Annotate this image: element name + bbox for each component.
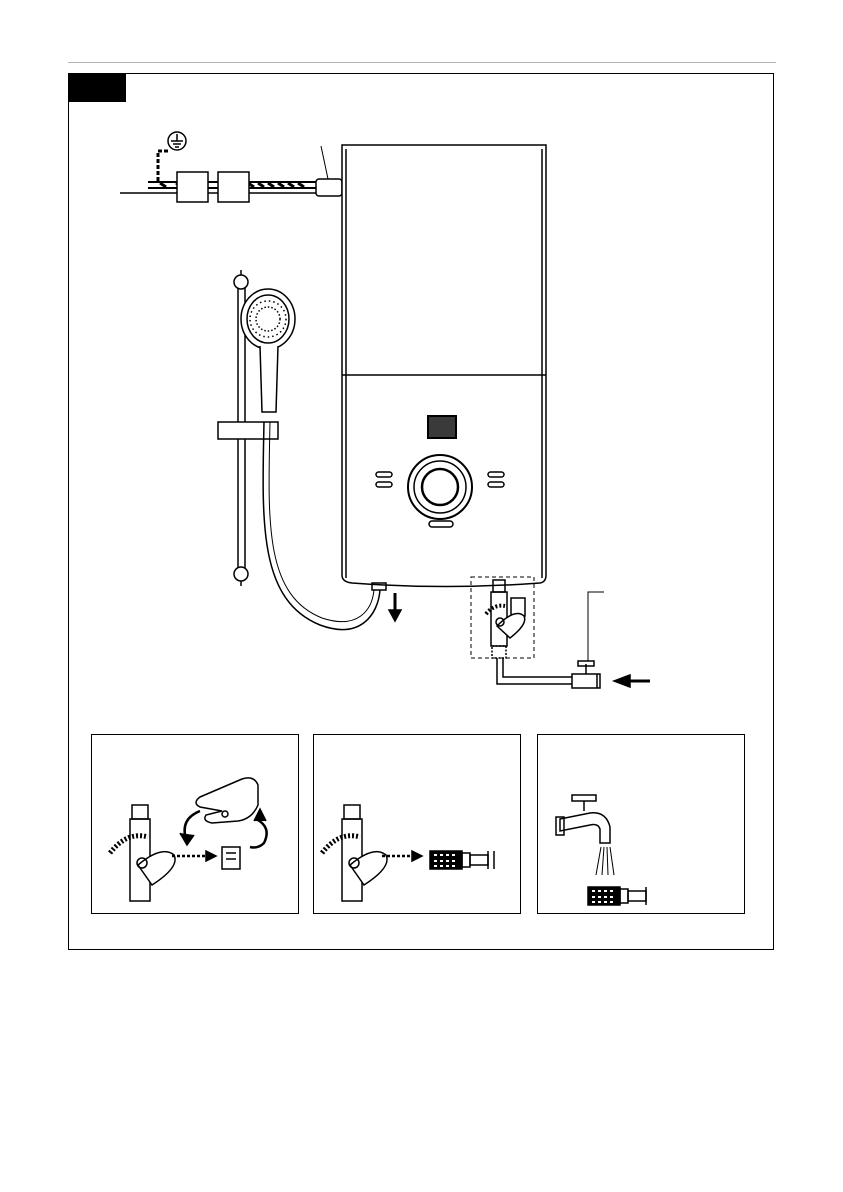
- flow-in-arrow-icon: [614, 675, 650, 687]
- filter-mesh-icon: [588, 887, 646, 905]
- cable-gland: [316, 146, 342, 196]
- filter-cap-icon: [222, 847, 240, 869]
- slider-bracket: [218, 422, 278, 439]
- shower-head: [241, 289, 295, 412]
- filter-mesh-icon: [430, 851, 494, 869]
- step-panel-rinse-filter: [537, 734, 745, 914]
- inlet-pipe: [497, 658, 575, 684]
- inlet-valve: [486, 580, 525, 658]
- tap-icon: [556, 795, 610, 843]
- hand-icon: [196, 778, 258, 823]
- display-screen: [428, 416, 456, 438]
- isolator-switch-2: [218, 172, 249, 202]
- step-panel-remove-filter: [313, 734, 521, 914]
- valve-icon: [110, 805, 175, 901]
- dotted-arrow-icon: [172, 851, 216, 861]
- water-stream-icon: [596, 847, 614, 875]
- isolator-switch-1: [177, 172, 208, 202]
- water-heater-unit: [342, 145, 546, 590]
- step-panel-unscrew-cap: [91, 734, 299, 914]
- flow-out-arrow-icon: [389, 593, 401, 621]
- stop-tap: [572, 592, 604, 688]
- valve-icon: [322, 805, 387, 901]
- dotted-arrow-icon: [382, 851, 422, 861]
